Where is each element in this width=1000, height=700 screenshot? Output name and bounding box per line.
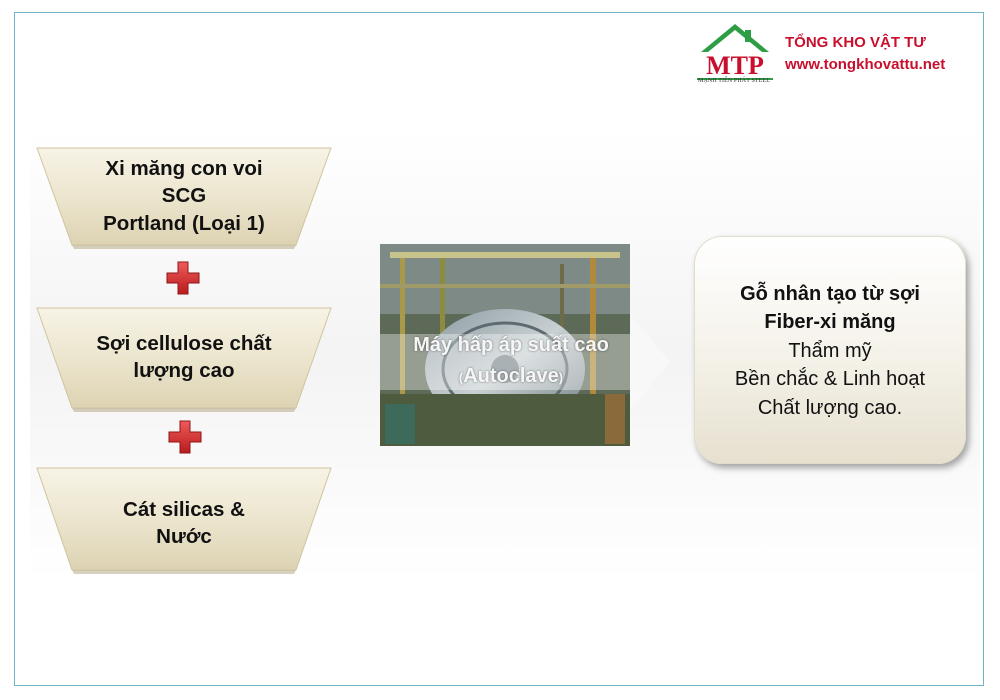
mtp-logo: MTP: [697, 24, 773, 80]
logo-text: MTP: [706, 51, 764, 80]
process-name: (Autoclave): [458, 365, 564, 387]
result-title-line1: Gỗ nhân tạo từ sợi: [740, 283, 920, 305]
ingredient-sand-water-label: Cát silicas & Nước: [123, 497, 245, 548]
autoclave-image: [380, 244, 670, 446]
process-title: Máy hấp áp suất cao: [413, 334, 609, 356]
autoclave-label: Máy hấp áp suất cao (Autoclave): [380, 330, 642, 392]
plus-icon: [168, 420, 202, 454]
ingredient-cellulose-label: Sợi cellulose chất lượng cao: [96, 331, 272, 382]
result-box: [694, 236, 966, 464]
result-line-durable: Bền chắc & Linh hoạt: [734, 368, 926, 391]
ingredient-cement: Xi măng con voi SCG Portland (Loại 1): [34, 145, 334, 250]
result-line-quality: Chất lượng cao.: [757, 396, 903, 419]
result-title-line2: Fiber-xi măng: [764, 311, 896, 334]
logo-caption: MẠNH TIẾN PHÁT STEEL: [698, 78, 770, 84]
result-text: Gỗ nhân tạo từ sợi Fiber-xi măng Thẩm mỹ…: [694, 280, 966, 422]
ingredient-sand-water: Cát silicas & Nước: [34, 465, 334, 575]
company-name: TỔNG KHO VẬT TƯ: [785, 34, 926, 51]
company-website: www.tongkhovattu.net: [785, 56, 946, 73]
plus-icon: [166, 261, 200, 295]
result-line-aesthetic: Thẩm mỹ: [788, 339, 872, 362]
ingredient-cement-label: Xi măng con voi SCG Portland (Loại 1): [103, 157, 265, 235]
ingredient-cellulose: Sợi cellulose chất lượng cao: [34, 305, 334, 413]
